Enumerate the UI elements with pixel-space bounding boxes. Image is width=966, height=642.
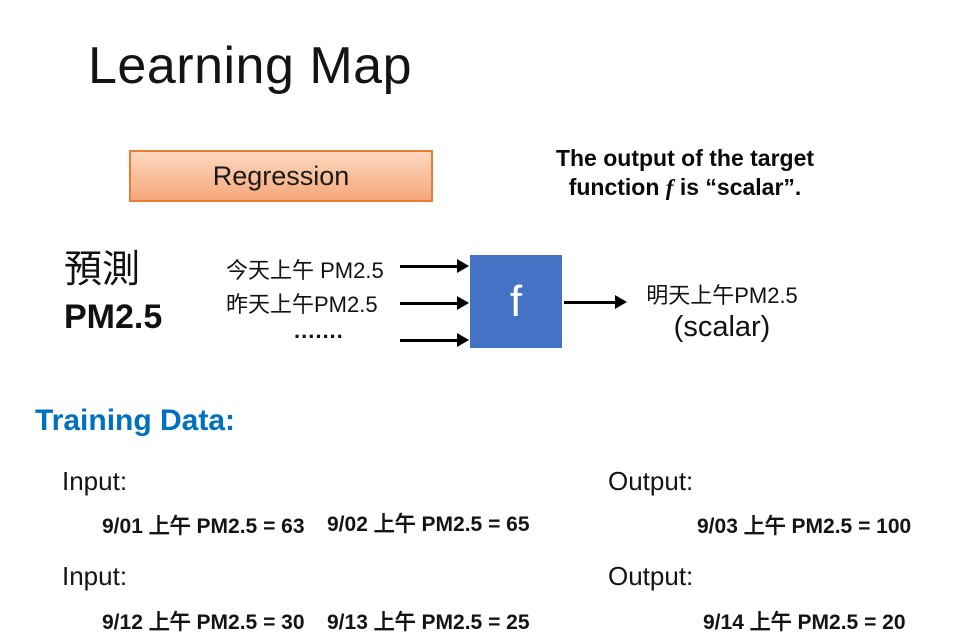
training-input-902: 9/02 上午 PM2.5 = 65 (327, 513, 530, 536)
training-output-903: 9/03 上午 PM2.5 = 100 (697, 515, 912, 538)
note-f-symbol: f (665, 174, 674, 200)
training-output-914: 9/14 上午 PM2.5 = 20 (703, 611, 906, 634)
input-label-row1: Input: (62, 466, 128, 496)
note-line2-pre: function (568, 173, 666, 200)
training-input-912: 9/12 上午 PM2.5 = 30 (102, 611, 305, 634)
training-data-heading: Training Data: (35, 404, 236, 437)
input-today-pm25: 今天上午 PM2.5 (226, 258, 384, 283)
input-arrow-3-icon (400, 333, 469, 347)
output-arrow-icon (564, 295, 627, 309)
note-line1: The output of the target (555, 145, 815, 171)
output-label-row1: Output: (608, 466, 694, 496)
function-symbol: f (509, 276, 523, 326)
function-box: f (470, 255, 562, 348)
input-ellipsis: ....... (294, 318, 344, 343)
predict-pm25-label: 預測 PM2.5 (64, 247, 163, 337)
predict-pm-text: PM2.5 (64, 297, 163, 336)
input-label-row2: Input: (62, 561, 128, 591)
output-scalar-label: (scalar) (673, 311, 771, 343)
output-label-row2: Output: (608, 561, 694, 591)
training-input-901: 9/01 上午 PM2.5 = 63 (102, 515, 305, 538)
predict-cjk-text: 預測 (64, 247, 141, 291)
training-input-913: 9/13 上午 PM2.5 = 25 (327, 611, 530, 634)
page-title: Learning Map (88, 37, 412, 95)
input-yesterday-pm25: 昨天上午PM2.5 (226, 292, 378, 317)
diagram-output: 明天上午PM2.5 (scalar) (622, 278, 822, 344)
regression-box: Regression (129, 150, 433, 202)
input-arrow-1-icon (400, 259, 469, 273)
target-function-note: The output of the target function f is “… (500, 144, 870, 203)
input-arrow-2-icon (400, 296, 469, 310)
note-line2-post: is “scalar”. (673, 173, 802, 200)
output-tomorrow-pm25: 明天上午PM2.5 (646, 283, 798, 308)
regression-label: Regression (212, 160, 350, 191)
